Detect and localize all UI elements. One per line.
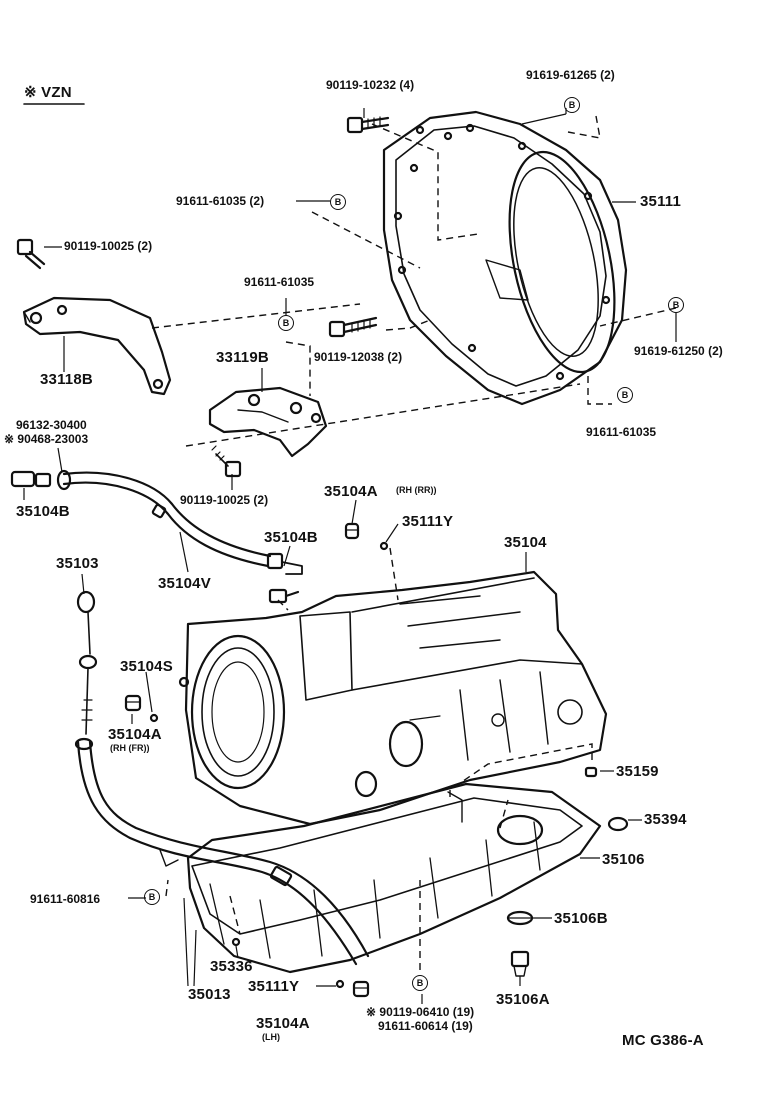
label-90119-10025-mid: 90119-10025 (2) <box>180 493 269 507</box>
label-91611-61035-a: 91611-61035 <box>244 275 315 289</box>
label-90119-10025-top: 90119-10025 (2) <box>64 239 153 253</box>
label-91619-61250: 91619-61250 (2) <box>634 344 723 358</box>
union-35104B-mid <box>268 588 300 604</box>
badge-b-91611-61035-b: B <box>617 387 633 403</box>
label-91611-60816: 91611-60816 <box>30 892 101 906</box>
plug-35104A-rr <box>344 522 360 540</box>
label-35104B-mid: 35104B <box>264 529 318 546</box>
label-35106A: 35106A <box>496 991 550 1008</box>
bolt-90119-10025-mid <box>211 445 242 478</box>
label-35394: 35394 <box>644 811 687 828</box>
bolt-90119-10025-top <box>16 238 46 270</box>
gasket-35104S <box>149 713 159 723</box>
label-35104V: 35104V <box>158 575 211 592</box>
gasket-35111Y-top <box>379 541 389 551</box>
variant-mark: ※ VZN <box>24 85 72 100</box>
label-35103: 35103 <box>56 555 99 572</box>
bell-housing-35111 <box>382 110 628 406</box>
badge-b-91619-61265: B <box>564 97 580 113</box>
label-91611-60614: 91611-60614 (19) <box>378 1019 473 1033</box>
label-33118B: 33118B <box>40 371 93 388</box>
diagram-code: MC G386-A <box>622 1032 704 1049</box>
drain-plug-35106A <box>510 950 530 977</box>
label-90119-10232: 90119-10232 (4) <box>326 78 415 92</box>
badge-b-91619-61250: B <box>668 297 684 313</box>
oil-pan-35106 <box>186 782 602 974</box>
assembly-dashes <box>151 115 677 970</box>
label-35111: 35111 <box>640 193 682 210</box>
label-90119-12038: 90119-12038 (2) <box>314 350 403 364</box>
label-35104A-fr-note: (RH (FR)) <box>110 743 150 753</box>
label-35104A-lh-note: (LH) <box>262 1032 280 1042</box>
label-35159: 35159 <box>616 763 659 780</box>
label-91619-61265: 91619-61265 (2) <box>526 68 615 82</box>
plug-35104A-lh <box>352 980 370 998</box>
label-91611-61035-b: 91611-61035 <box>586 425 657 439</box>
variant-symbol: ※ <box>24 84 37 101</box>
seal-35394 <box>607 816 629 832</box>
transmission-case-35104 <box>178 570 608 826</box>
bracket-33118B <box>22 296 172 396</box>
filler-tube-35013 <box>74 737 370 966</box>
label-35104A-rr-note: (RH (RR)) <box>396 485 437 495</box>
bracket-33119B <box>208 386 328 458</box>
plug-35104A-fr <box>124 694 142 712</box>
bolt-90119-10232 <box>346 116 390 134</box>
label-33119B: 33119B <box>216 349 269 366</box>
label-35111Y-top: 35111Y <box>402 513 454 530</box>
label-91611-61035-2: 91611-61035 (2) <box>176 194 265 208</box>
badge-b-91611-61035-a: B <box>278 315 294 331</box>
label-35106B: 35106B <box>554 910 608 927</box>
magnet-35106B <box>506 910 534 926</box>
pin-35159 <box>584 766 598 778</box>
label-96132-30400: 96132-30400 <box>16 418 87 432</box>
variant-text: VZN <box>41 84 72 101</box>
badge-b-91611-61035-2: B <box>330 194 346 210</box>
label-35104S: 35104S <box>120 658 173 675</box>
label-35013: 35013 <box>188 986 231 1003</box>
label-90468-23003: ※ 90468-23003 <box>4 432 89 446</box>
bolt-90119-12038 <box>328 316 378 338</box>
badge-b-90119-06410: B <box>412 975 428 991</box>
label-35104: 35104 <box>504 534 547 551</box>
union-35104B-left <box>10 469 72 491</box>
label-35106: 35106 <box>602 851 645 868</box>
label-35104A-rr: 35104A <box>324 483 378 500</box>
label-35336: 35336 <box>210 958 253 975</box>
label-35104A-lh: 35104A <box>256 1015 310 1032</box>
vent-hose-35104V <box>62 471 303 575</box>
label-90119-06410: ※ 90119-06410 (19) <box>366 1005 475 1019</box>
label-35104A-fr: 35104A <box>108 726 162 743</box>
gasket-35336 <box>231 937 241 947</box>
gasket-35111Y-bot <box>335 979 345 989</box>
label-35111Y-bot: 35111Y <box>248 978 300 995</box>
label-35104B-left: 35104B <box>16 503 70 520</box>
dipstick-35103 <box>76 590 98 735</box>
badge-b-91611-60816: B <box>144 889 160 905</box>
